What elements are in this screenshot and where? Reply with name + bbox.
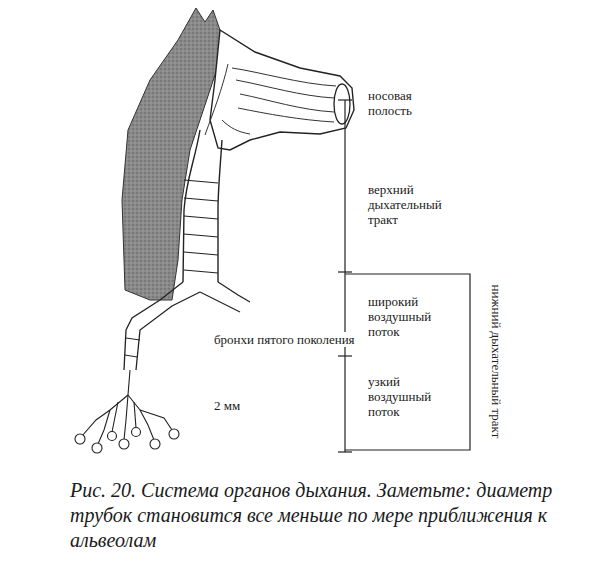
figure-caption: Рис. 20. Система органов дыхания. Заметь… <box>70 478 590 553</box>
part-label: бронхи пятого поколения <box>212 332 366 347</box>
trachea-ring <box>184 216 218 219</box>
trachea-ring <box>184 198 218 201</box>
region-label: широкий воздушный поток <box>366 294 452 339</box>
region-label: нижний дыхательный тракт <box>489 282 504 442</box>
trachea-ring <box>184 270 218 273</box>
region-label: носовая полость <box>366 88 450 118</box>
trachea-ring <box>184 180 218 183</box>
dimension-label: 2 мм <box>212 398 276 413</box>
trachea-ring <box>184 234 218 237</box>
region-label: верхний дыхательный тракт <box>366 182 462 227</box>
region-label: узкий воздушный поток <box>366 374 452 419</box>
trachea-ring <box>184 252 218 255</box>
